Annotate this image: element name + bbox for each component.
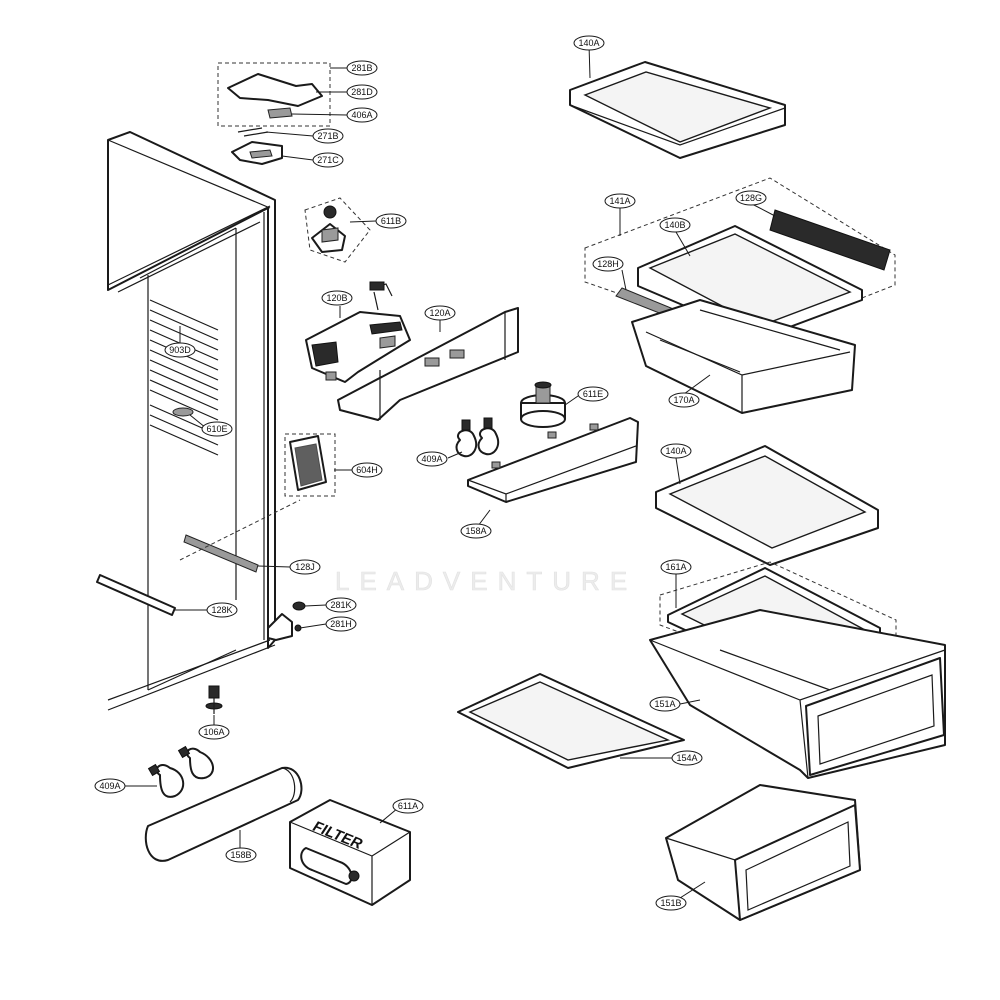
svg-text:409A: 409A [421,454,442,464]
lamps-409a-lower [147,745,214,798]
callout-281d: 281D [346,84,378,100]
callout-151a: 151A [649,696,681,712]
callout-406a: 406A [346,107,378,123]
svg-text:158A: 158A [465,526,486,536]
svg-text:140B: 140B [664,220,685,230]
svg-text:140A: 140A [578,38,599,48]
callout-151b: 151B [655,895,687,911]
svg-text:106A: 106A [203,727,224,737]
shelf-140a-top [569,61,786,159]
leveling-screw-106a [205,685,223,714]
rail-128k [96,574,176,616]
callout-154a: 154A [671,750,703,766]
callout-409a-upper: 409A [416,451,448,467]
svg-text:610E: 610E [206,424,227,434]
callout-903d: 903D [164,342,196,358]
callout-611e: 611E [577,386,609,402]
bracket-120a [337,307,519,421]
svg-text:128G: 128G [740,193,762,203]
refrigerator-cabinet [96,131,301,711]
lamp-cover-158a [467,417,639,503]
svg-text:151A: 151A [654,699,675,709]
callout-140a-top: 140A [573,35,605,51]
svg-text:281D: 281D [351,87,373,97]
svg-text:151B: 151B [660,898,681,908]
callout-128g: 128G [735,190,767,206]
callout-409a-lower: 409A [94,778,126,794]
trim-128g [769,209,891,271]
svg-text:409A: 409A [99,781,120,791]
shelf-140a-middle [655,445,879,566]
svg-text:271C: 271C [317,155,339,165]
svg-text:281K: 281K [330,600,351,610]
light-socket-icon [172,407,194,417]
control-housing-group [217,62,331,165]
callout-611b: 611B [375,213,407,229]
callout-141a: 141A [604,193,636,209]
callout-271c: 271C [312,152,344,168]
svg-text:161A: 161A [665,562,686,572]
washer-281k [292,601,306,611]
svg-text:406A: 406A [351,110,372,120]
svg-text:141A: 141A [609,196,630,206]
svg-text:128H: 128H [597,259,619,269]
callout-120a: 120A [424,305,456,321]
svg-text:271B: 271B [317,131,338,141]
svg-text:281H: 281H [330,619,352,629]
filter-box-611a: FILTER [289,799,411,906]
callout-158a: 158A [460,523,492,539]
callout-158b: 158B [225,847,257,863]
svg-text:604H: 604H [356,465,378,475]
svg-text:611A: 611A [398,801,418,811]
svg-text:170A: 170A [673,395,694,405]
svg-text:154A: 154A [676,753,697,763]
filter-cover-604h [284,433,336,497]
callout-128h: 128H [592,256,624,272]
callout-140b: 140B [659,217,691,233]
lamps-409a-upper [455,417,500,458]
svg-text:611B: 611B [381,216,401,226]
crisper-drawer-170a [631,299,856,414]
callout-281b: 281B [346,60,378,76]
svg-text:140A: 140A [665,446,686,456]
callout-128k: 128K [206,602,238,618]
callout-604h: 604H [351,462,383,478]
callout-170a: 170A [668,392,700,408]
callout-271b: 271B [312,128,344,144]
glass-shelf-154a [457,673,685,769]
hinge-281h [267,613,293,641]
leader-lines [125,43,776,899]
callout-610e: 610E [201,421,233,437]
drawer-151b [665,784,861,921]
drawer-151a [649,609,946,779]
svg-text:611E: 611E [583,389,603,399]
svg-text:903D: 903D [169,345,191,355]
callout-120b: 120B [321,290,353,306]
svg-text:281B: 281B [351,63,372,73]
callout-140a-mid: 140A [660,443,692,459]
callout-161a: 161A [660,559,692,575]
svg-text:158B: 158B [230,850,251,860]
callout-281h: 281H [325,616,357,632]
callout-611a: 611A [392,798,424,814]
svg-text:120B: 120B [326,293,347,303]
lamp-cover-158b [144,766,303,862]
svg-text:128J: 128J [295,562,315,572]
module-120b [305,281,411,383]
svg-text:120A: 120A [429,308,450,318]
watermark-text: LEADVENTURE [335,566,637,596]
svg-text:128K: 128K [211,605,232,615]
callout-128j: 128J [289,559,321,575]
lamp-socket-611e [520,381,566,428]
rail-128j [183,534,259,573]
fan-motor-611b [304,197,371,263]
callout-106a: 106A [198,724,230,740]
callout-281k: 281K [325,597,357,613]
